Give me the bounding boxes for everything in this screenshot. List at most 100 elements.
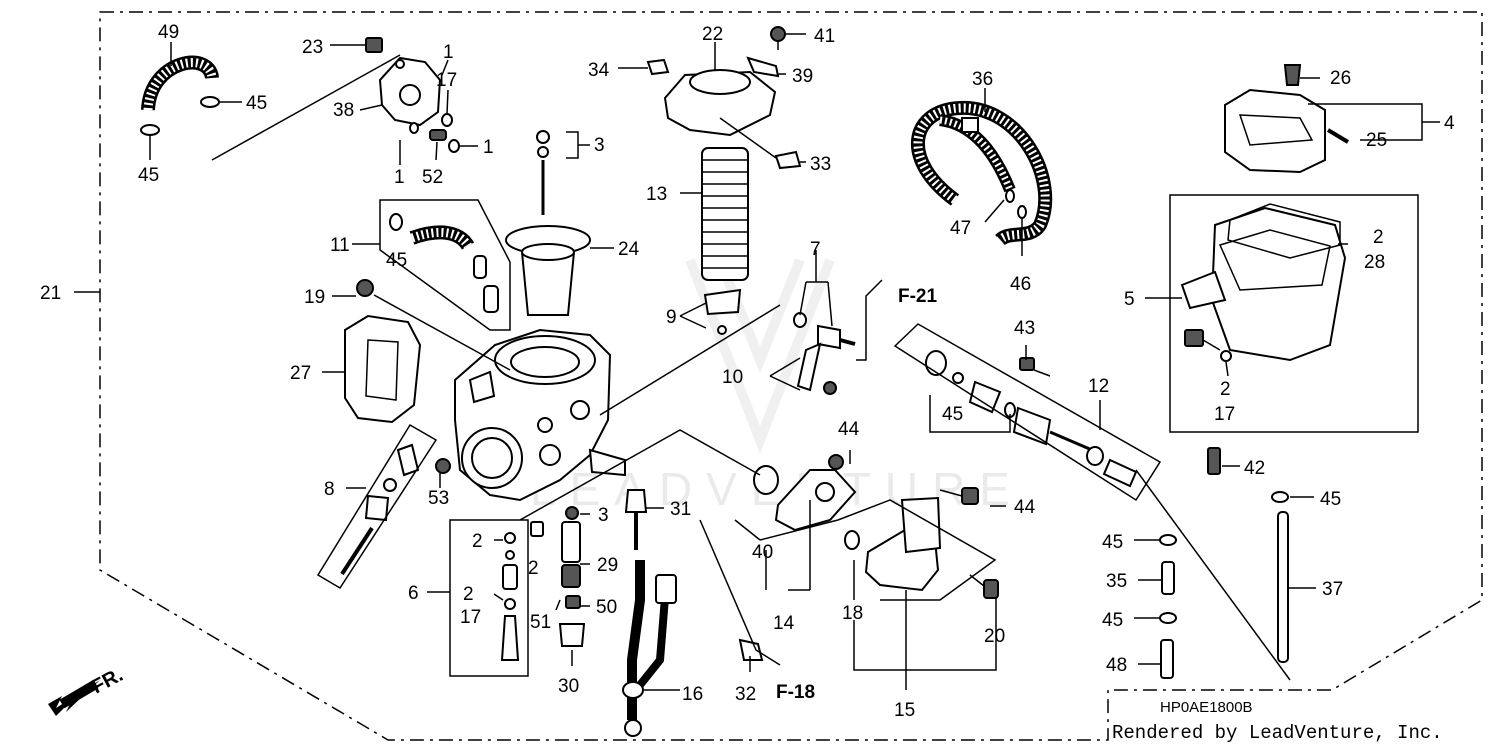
label-26: 26 (1330, 68, 1351, 89)
part-16-band (622, 681, 644, 699)
part-36-band (961, 117, 979, 133)
ref-f-21: F-21 (898, 286, 938, 307)
front-arrow-shaft (59, 679, 99, 709)
label-8: 8 (324, 479, 335, 500)
label-43: 43 (1014, 318, 1035, 339)
part-36-hose (911, 100, 1053, 246)
part-3-clip (536, 130, 550, 144)
label-38: 38 (333, 100, 354, 121)
part-39-bracket (746, 56, 780, 78)
part-3-washer (537, 146, 549, 158)
label-1: 1 (394, 167, 405, 188)
part-45-clip (1159, 534, 1177, 546)
label-40: 40 (752, 542, 773, 563)
label-16: 16 (682, 684, 703, 705)
label-24: 24 (618, 239, 640, 260)
part-4-chamber-cover (1224, 88, 1326, 174)
part-2-shaft (1202, 339, 1221, 351)
label-48: 48 (1106, 655, 1127, 676)
part-34-bracket (646, 58, 670, 76)
ref-f-18: F-18 (776, 682, 815, 703)
part-31-cap (624, 489, 648, 513)
label-29: 29 (597, 555, 618, 576)
label-15: 15 (894, 700, 915, 721)
label-47: 47 (950, 218, 971, 239)
part-35-joint (1161, 561, 1175, 595)
label-27: 27 (290, 363, 311, 384)
label-2: 2 (1373, 227, 1384, 248)
label-7: 7 (810, 239, 821, 260)
label-23: 23 (302, 37, 323, 58)
label-45: 45 (138, 165, 159, 186)
part-14-oring (753, 465, 779, 495)
group-11-outline (379, 199, 511, 331)
label-5: 5 (1124, 289, 1135, 310)
label-4: 4 (1444, 113, 1455, 134)
part-2-jet (530, 521, 544, 537)
label-44: 44 (838, 419, 860, 440)
part-8-housing (364, 494, 390, 522)
label-19: 19 (304, 287, 325, 308)
label-28: 28 (1364, 252, 1385, 273)
label-3: 3 (594, 135, 605, 156)
part-10-screw (823, 381, 837, 395)
part-1-oring (409, 122, 419, 134)
part-5-float-bowl (1180, 206, 1347, 362)
group-15-outline (837, 499, 997, 601)
part-29-jet (561, 521, 581, 563)
part-45-clip (140, 124, 160, 136)
label-39: 39 (792, 66, 813, 87)
part-44-screw (828, 454, 844, 470)
label-36: 36 (972, 69, 993, 90)
part-11-spring (473, 255, 487, 279)
label-25: 25 (1366, 130, 1387, 151)
label-49: 49 (158, 22, 179, 43)
part-47-clip (1005, 189, 1015, 203)
label-9: 9 (666, 307, 677, 328)
part-37-tube (1277, 511, 1289, 663)
part-11-valve (483, 285, 499, 313)
label-17: 17 (436, 70, 457, 91)
part-1-oring (448, 139, 460, 153)
part-28-gasket (1227, 203, 1341, 259)
part-42-bolt (1207, 447, 1221, 475)
part-2-oring (505, 550, 515, 560)
label-2: 2 (1220, 379, 1231, 400)
label-17: 17 (1214, 404, 1235, 425)
part-45-clip (389, 213, 403, 231)
part-41-screw (770, 26, 786, 42)
label-42: 42 (1244, 458, 1265, 479)
part-4-inner (1238, 114, 1314, 146)
part-26-plug (1283, 64, 1302, 86)
label-2: 2 (472, 531, 483, 552)
label-2: 2 (463, 584, 474, 605)
assembly-frame-21 (99, 11, 1483, 741)
label-2: 2 (528, 558, 539, 579)
label-33: 33 (810, 154, 831, 175)
label-37: 37 (1322, 579, 1343, 600)
label-41: 41 (814, 26, 835, 47)
part-10-lever (796, 342, 822, 392)
callout-labels: 49 45 45 23 1 17 38 1 1 52 3 11 45 24 19… (40, 22, 1455, 721)
part-40-hole (815, 482, 835, 502)
part-8-spring (396, 443, 420, 477)
credit-text: Rendered by LeadVenture, Inc. (1112, 722, 1443, 744)
part-51-jet (561, 564, 581, 588)
label-50: 50 (596, 597, 617, 618)
part-33-clip (774, 150, 802, 170)
part-13-spring (701, 147, 749, 281)
label-46: 46 (1010, 274, 1031, 295)
part-45-clip (1271, 491, 1289, 503)
part-44-shaft (939, 489, 963, 497)
group-14-outline (519, 429, 839, 541)
part-45-clip (1159, 612, 1177, 624)
part-38-port (399, 84, 421, 106)
part-3-screw (565, 506, 579, 520)
part-27-cover-inner (365, 339, 399, 401)
label-31: 31 (670, 499, 691, 520)
label-32: 32 (735, 684, 756, 705)
part-32-fitting (738, 638, 764, 661)
group-7-outline (599, 304, 781, 416)
group-6-outline (449, 519, 529, 677)
